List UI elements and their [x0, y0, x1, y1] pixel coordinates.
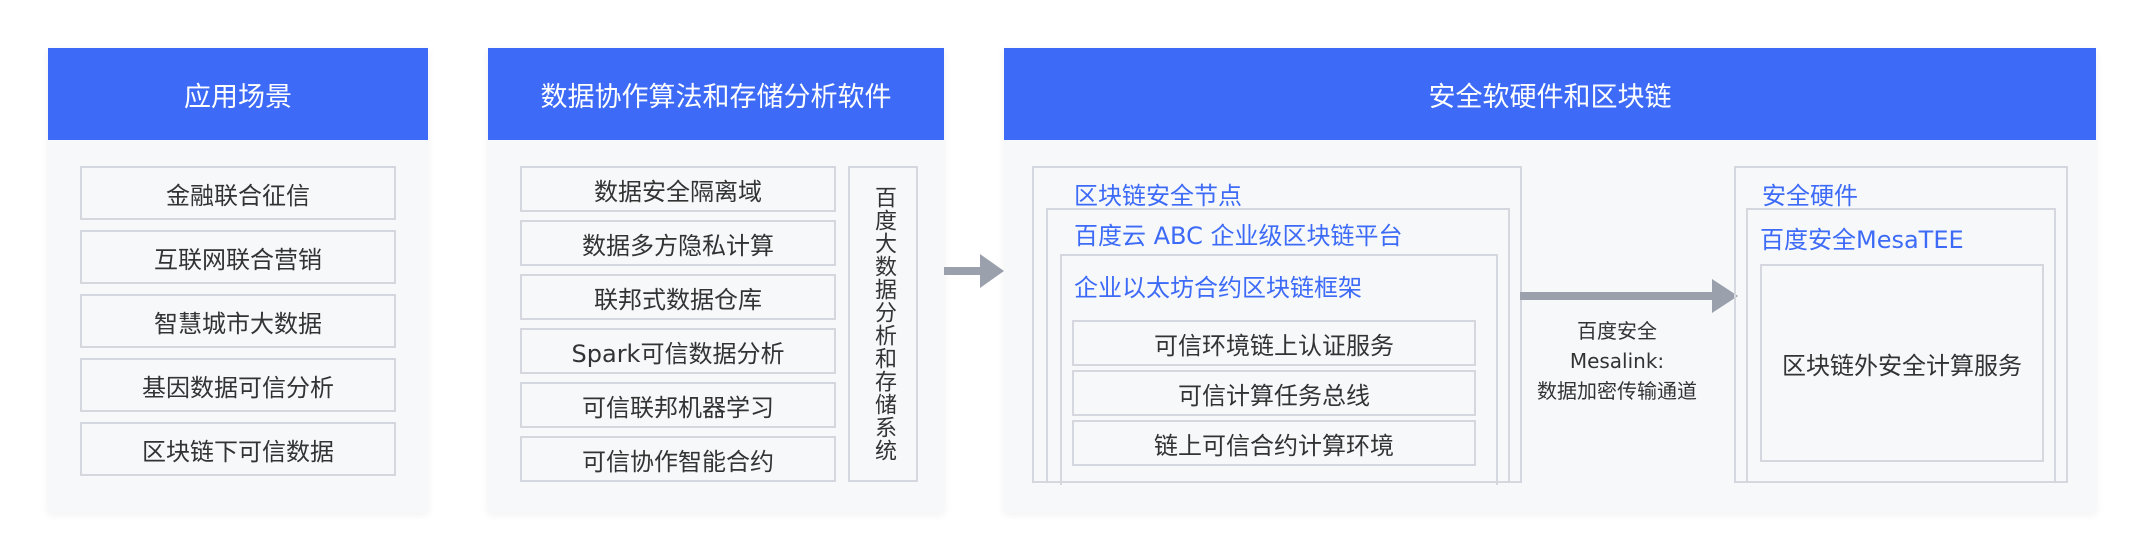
panel-data-collaboration-software: 数据协作算法和存储分析软件 数据安全隔离域 数据多方隐私计算 联邦式数据仓库 S…	[488, 48, 944, 513]
software-item: 可信协作智能合约	[520, 436, 836, 482]
scenario-item: 智慧城市大数据	[80, 294, 396, 348]
baidu-abc-platform: 百度云 ABC 企业级区块链平台 企业以太坊合约区块链框架 可信环境链上认证服务…	[1046, 208, 1510, 485]
framework-item: 可信计算任务总线	[1072, 370, 1476, 416]
panel-title: 数据协作算法和存储分析软件	[488, 48, 944, 140]
framework-title: 企业以太坊合约区块链框架	[1074, 274, 1362, 302]
mesatee: 百度安全MesaTEE 区块链外安全计算服务	[1746, 208, 2056, 483]
framework-item: 链上可信合约计算环境	[1072, 420, 1476, 466]
scenario-item: 金融联合征信	[80, 166, 396, 220]
node-title: 区块链安全节点	[1074, 182, 1242, 210]
offchain-compute-service: 区块链外安全计算服务	[1760, 264, 2044, 462]
software-item: 数据多方隐私计算	[520, 220, 836, 266]
panel-title: 应用场景	[48, 48, 428, 140]
software-item: 可信联邦机器学习	[520, 382, 836, 428]
bigdata-storage-label: 百度大数据分析和存储系统	[871, 186, 896, 462]
channel-line-1: 百度安全	[1577, 319, 1657, 343]
software-item: Spark可信数据分析	[520, 328, 836, 374]
flow-arrow-icon	[944, 254, 1004, 288]
encrypted-channel-arrow-icon	[1520, 279, 1738, 313]
platform-title: 百度云 ABC 企业级区块链平台	[1074, 222, 1403, 250]
channel-line-3: 数据加密传输通道	[1537, 379, 1697, 403]
mesatee-title: 百度安全MesaTEE	[1760, 226, 1964, 254]
panel-title: 安全软硬件和区块链	[1004, 48, 2096, 140]
framework-item: 可信环境链上认证服务	[1072, 320, 1476, 366]
panel-security-blockchain: 安全软硬件和区块链 区块链安全节点 百度云 ABC 企业级区块链平台 企业以太坊…	[1004, 48, 2096, 513]
panel-application-scenarios: 应用场景 金融联合征信 互联网联合营销 智慧城市大数据 基因数据可信分析 区块链…	[48, 48, 428, 513]
hardware-title: 安全硬件	[1762, 182, 1858, 210]
software-item: 数据安全隔离域	[520, 166, 836, 212]
scenario-item: 基因数据可信分析	[80, 358, 396, 412]
channel-line-2: Mesalink:	[1569, 349, 1665, 373]
software-item: 联邦式数据仓库	[520, 274, 836, 320]
bigdata-storage-system: 百度大数据分析和存储系统	[848, 166, 918, 482]
scenario-item: 互联网联合营销	[80, 230, 396, 284]
secure-hardware: 安全硬件 百度安全MesaTEE 区块链外安全计算服务	[1734, 166, 2068, 483]
mesalink-channel-caption: 百度安全 Mesalink: 数据加密传输通道	[1520, 316, 1714, 406]
ethereum-contract-framework: 企业以太坊合约区块链框架 可信环境链上认证服务 可信计算任务总线 链上可信合约计…	[1060, 254, 1498, 485]
scenario-item: 区块链下可信数据	[80, 422, 396, 476]
blockchain-security-node: 区块链安全节点 百度云 ABC 企业级区块链平台 企业以太坊合约区块链框架 可信…	[1032, 166, 1522, 485]
